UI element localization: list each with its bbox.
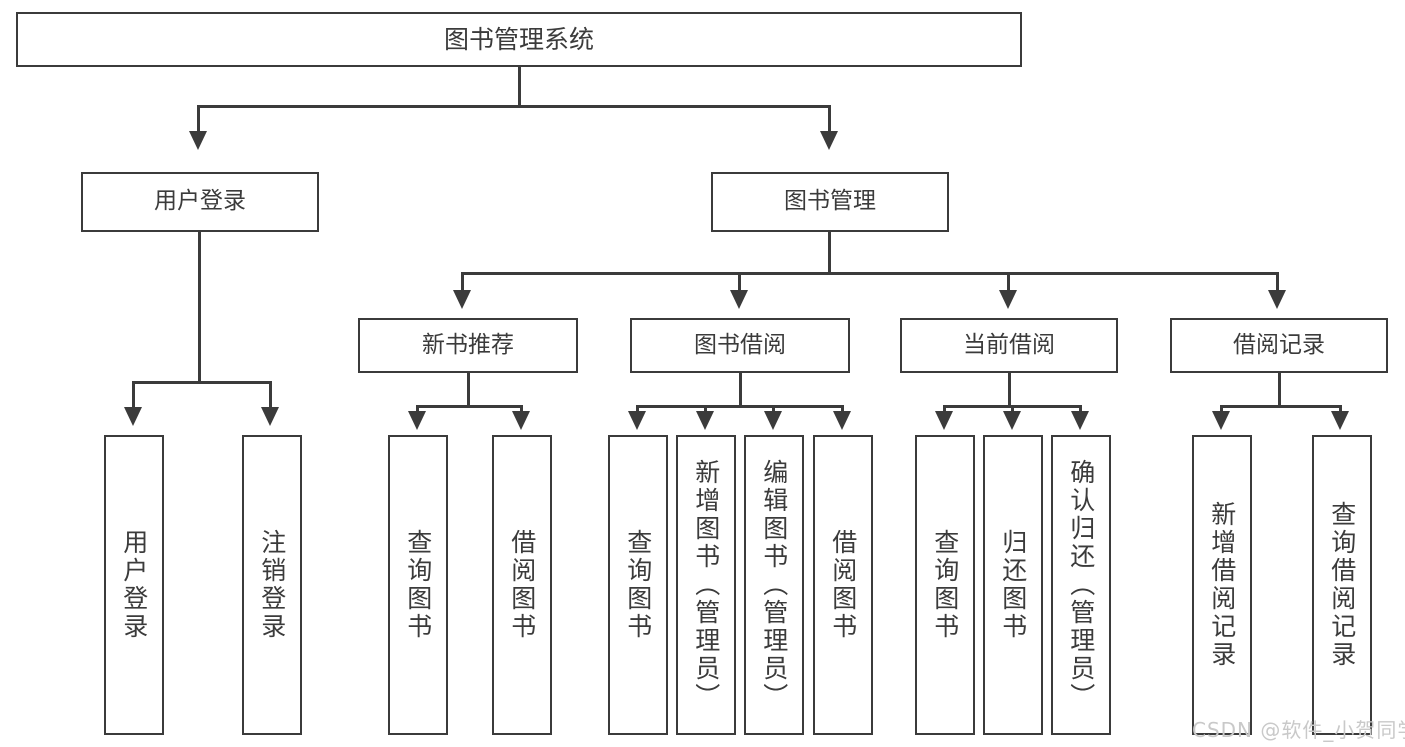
leaf-query-book-borrow: 查询图书 — [608, 435, 668, 735]
leaf-confirm-return-admin: 确认归还（管理员） — [1051, 435, 1111, 735]
connector-book-mgmt-drop-2 — [738, 272, 741, 292]
node-label: 借阅记录 — [1233, 331, 1325, 358]
arrowhead-records-leaf-1 — [1212, 411, 1230, 430]
connector-records-drop-1 — [1220, 405, 1223, 413]
leaf-query-book-newbook: 查询图书 — [388, 435, 448, 735]
node-label: 查询图书 — [623, 529, 653, 641]
connector-book-mgmt-drop-4 — [1276, 272, 1279, 292]
leaf-query-book-current: 查询图书 — [915, 435, 975, 735]
node-label: 用户登录 — [119, 529, 149, 641]
node-root-system: 图书管理系统 — [16, 12, 1022, 67]
node-label: 用户登录 — [154, 188, 246, 215]
arrowhead-new-book-rec — [453, 290, 471, 309]
node-book-management: 图书管理 — [711, 172, 949, 232]
arrowhead-current-borrow — [999, 290, 1017, 309]
connector-bookborrow-drop-2 — [704, 405, 707, 413]
node-label: 图书管理 — [784, 188, 876, 215]
arrowhead-borrow-records — [1268, 290, 1286, 309]
connector-book-mgmt-drop-1 — [461, 272, 464, 292]
arrowhead-newbook-leaf-2 — [512, 411, 530, 430]
node-book-borrow: 图书借阅 — [630, 318, 850, 373]
node-label: 借阅图书 — [507, 529, 537, 641]
connector-currentborrow-drop-1 — [943, 405, 946, 413]
node-borrow-records: 借阅记录 — [1170, 318, 1388, 373]
node-new-book-recommend: 新书推荐 — [358, 318, 578, 373]
connector-root-drop-left — [197, 105, 200, 133]
connector-root-bus — [197, 105, 831, 108]
node-label: 图书管理系统 — [443, 24, 594, 54]
connector-newbook-drop-2 — [520, 405, 523, 413]
node-label: 新增图书（管理员） — [691, 459, 721, 711]
arrowhead-records-leaf-2 — [1331, 411, 1349, 430]
connector-book-mgmt-stem — [828, 232, 831, 274]
arrowhead-currentborrow-leaf-3 — [1071, 411, 1089, 430]
connector-bookborrow-stem — [739, 373, 742, 407]
node-label: 编辑图书（管理员） — [759, 459, 789, 711]
connector-bookborrow-drop-4 — [841, 405, 844, 413]
arrowhead-currentborrow-leaf-2 — [1003, 411, 1021, 430]
connector-currentborrow-drop-2 — [1011, 405, 1014, 413]
connector-user-login-bus — [132, 381, 269, 384]
leaf-add-book-admin: 新增图书（管理员） — [676, 435, 736, 735]
node-current-borrow: 当前借阅 — [900, 318, 1118, 373]
arrowhead-user-login — [189, 131, 207, 150]
connector-root-stem — [518, 67, 521, 105]
node-label: 注销登录 — [257, 529, 287, 641]
arrowhead-leaf-logout — [261, 407, 279, 426]
node-label: 查询图书 — [930, 529, 960, 641]
leaf-return-book: 归还图书 — [983, 435, 1043, 735]
arrowhead-currentborrow-leaf-1 — [935, 411, 953, 430]
connector-root-drop-right — [828, 105, 831, 133]
node-label: 新增借阅记录 — [1207, 501, 1237, 669]
leaf-borrow-book: 借阅图书 — [813, 435, 873, 735]
node-label: 确认归还（管理员） — [1066, 459, 1096, 711]
connector-records-stem — [1278, 373, 1281, 407]
connector-user-login-drop-2 — [269, 381, 272, 409]
arrowhead-bookborrow-leaf-2 — [696, 411, 714, 430]
connector-bookborrow-drop-3 — [772, 405, 775, 413]
node-label: 查询借阅记录 — [1327, 501, 1357, 669]
node-user-login: 用户登录 — [81, 172, 319, 232]
connector-bookborrow-drop-1 — [636, 405, 639, 413]
connector-records-drop-2 — [1339, 405, 1342, 413]
leaf-borrow-book-newbook: 借阅图书 — [492, 435, 552, 735]
node-label: 查询图书 — [403, 529, 433, 641]
connector-currentborrow-stem — [1008, 373, 1011, 407]
arrowhead-book-borrow — [730, 290, 748, 309]
node-label: 归还图书 — [998, 529, 1028, 641]
arrowhead-bookborrow-leaf-3 — [764, 411, 782, 430]
connector-book-mgmt-drop-3 — [1007, 272, 1010, 292]
arrowhead-bookborrow-leaf-1 — [628, 411, 646, 430]
leaf-user-login: 用户登录 — [104, 435, 164, 735]
leaf-logout: 注销登录 — [242, 435, 302, 735]
arrowhead-newbook-leaf-1 — [408, 411, 426, 430]
leaf-query-borrow-record: 查询借阅记录 — [1312, 435, 1372, 735]
connector-newbook-bus — [416, 405, 523, 408]
connector-user-login-drop-1 — [132, 381, 135, 409]
connector-records-bus — [1220, 405, 1342, 408]
leaf-add-borrow-record: 新增借阅记录 — [1192, 435, 1252, 735]
connector-newbook-drop-1 — [416, 405, 419, 413]
arrowhead-book-manage — [820, 131, 838, 150]
node-label: 当前借阅 — [963, 331, 1055, 358]
connector-user-login-stem — [198, 232, 201, 383]
node-label: 借阅图书 — [828, 529, 858, 641]
connector-newbook-stem — [467, 373, 470, 407]
node-label: 图书借阅 — [694, 331, 786, 358]
node-label: 新书推荐 — [422, 331, 514, 358]
connector-bookborrow-bus — [636, 405, 844, 408]
arrowhead-leaf-user-login — [124, 407, 142, 426]
arrowhead-bookborrow-leaf-4 — [833, 411, 851, 430]
leaf-edit-book-admin: 编辑图书（管理员） — [744, 435, 804, 735]
connector-book-mgmt-bus — [461, 272, 1279, 275]
connector-currentborrow-drop-3 — [1079, 405, 1082, 413]
